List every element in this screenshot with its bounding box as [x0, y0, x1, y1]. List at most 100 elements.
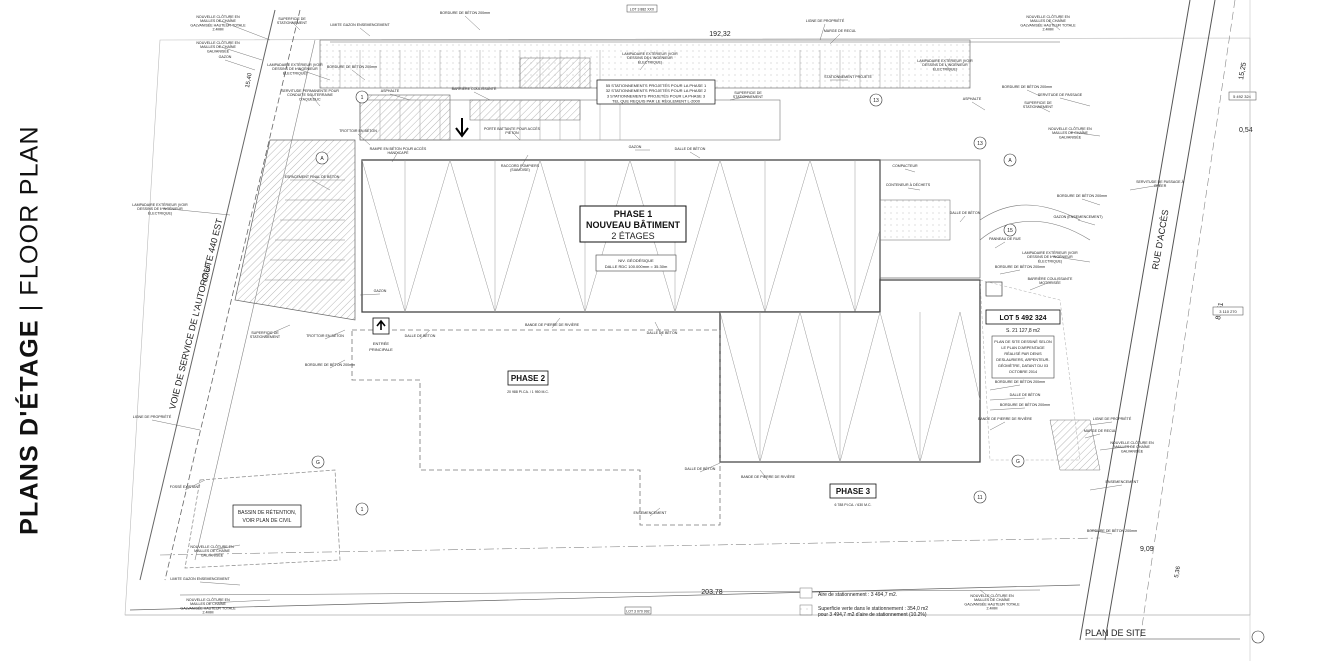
grid-tag-label: A: [320, 156, 324, 162]
retention-label-1: BASSIN DE RÉTENTION,: [238, 509, 296, 516]
left-leader: [211, 544, 241, 551]
dim-left-side: 97,66: [202, 264, 212, 283]
left-leader: [207, 599, 271, 604]
right-leader: [994, 241, 1006, 249]
left-callout: BORDURE DE BÉTON 200mm: [327, 64, 377, 69]
right-callout: BORDURE DE BÉTON 200mm: [1000, 402, 1050, 407]
right-leader: [1099, 445, 1133, 451]
right-leader: [1069, 131, 1101, 137]
top-callout: LIGNE DE PROPRIÉTÉ: [806, 18, 845, 23]
parking-note: 55 STATIONNEMENTS PROJETÉS POUR LA PHASE…: [596, 79, 716, 105]
lot-area: S. 21 127,8 m2: [1006, 328, 1040, 334]
grid-tag-label: G: [1016, 459, 1020, 465]
left-leader: [329, 359, 346, 369]
right-road-label: RUE D'ACCÈS: [1150, 209, 1170, 271]
dim-right-small: 5,36: [1174, 565, 1182, 578]
top-leader: [464, 15, 481, 31]
right-leader: [989, 421, 1006, 431]
right-leader: [989, 407, 1026, 411]
right-callout: DALLE DE BÉTON: [1010, 392, 1041, 397]
dim-right-top: 15,25: [1238, 62, 1248, 81]
right-leader: [1081, 198, 1101, 206]
right-callout: DALLE DE BÉTON: [950, 210, 981, 215]
left-leader: [357, 133, 371, 146]
right-leader: [1029, 281, 1051, 291]
center-leader: [359, 293, 381, 296]
top-callout: BORDURE DE BÉTON 200mm: [440, 10, 490, 15]
left-parking: [234, 139, 356, 321]
left-callout: ESPACEMENT FINAL DE BÉTON: [285, 174, 340, 179]
svg-text:55 STATIONNEMENTS PROJETÉS POU: 55 STATIONNEMENTS PROJETÉS POUR LA PHASE…: [606, 83, 707, 104]
left-callout: LIGNE DE PROPRIÉTÉ: [133, 414, 172, 419]
right-leader: [989, 384, 1021, 391]
left-callout: LIMITE GAZON ENSEMENCEMENT: [170, 577, 230, 581]
top-leader: [639, 56, 651, 71]
site-plan-title: PLAN DE SITE: [1085, 628, 1265, 644]
right-road: RUE D'ACCÈS: [1079, 0, 1236, 641]
right-callout: LIGNE DE PROPRIÉTÉ: [1093, 416, 1132, 421]
phase2-outline: PHASE 2 20 988 PI.CA. / 1 950 M.C.: [351, 329, 721, 526]
right-leader: [1026, 89, 1041, 97]
svg-text:5 492 324: 5 492 324: [1233, 94, 1252, 99]
top-callout: RACCORD POMPIERS(SIAMOISE): [501, 164, 540, 172]
top-leader: [291, 21, 301, 31]
grid-tag-label: 1: [361, 507, 364, 513]
center-callout: GAZON: [374, 289, 387, 293]
left-leader: [224, 59, 256, 71]
top-leader: [473, 91, 491, 101]
dim-left-top: 15,40: [245, 72, 254, 88]
grid-tag-label: G: [316, 460, 320, 466]
dim-top: 192,32: [709, 31, 731, 38]
right-leader: [979, 589, 993, 600]
right-callout: ENSEMENCEMENT: [1106, 480, 1140, 484]
right-leader: [1089, 484, 1123, 491]
right-leader: [989, 397, 1026, 401]
grid-tag-circle: [1011, 454, 1025, 468]
top-leader: [389, 93, 411, 101]
grid-tag-circle: [311, 455, 325, 469]
top-callout: STATIONNEMENT PROJETÉ: [824, 74, 872, 79]
top-callout: ASPHALTE: [381, 89, 400, 93]
legend-parking: Aire de stationnement : 3 494,7 m2.: [818, 592, 897, 598]
top-callout: MARGE DE RECUL: [824, 29, 856, 33]
right-callout: BORDURE DE BÉTON 200mm: [995, 379, 1045, 384]
right-leader: [1059, 97, 1091, 107]
top-callout: DALLE DE BÉTON: [675, 146, 706, 151]
left-road-label: VOIE DE SERVICE DE L'AUTOROUTE 440 EST: [167, 217, 224, 411]
legend: Aire de stationnement : 3 494,7 m2. Supe…: [799, 587, 928, 618]
left-leader: [324, 329, 346, 340]
svg-text:LOT 3 070 992: LOT 3 070 992: [626, 610, 649, 614]
center-callout: DALLE DE BÉTON: [685, 466, 716, 471]
right-leader: [1084, 433, 1101, 439]
center-leader: [649, 507, 661, 517]
grid-tag-circle: [973, 490, 987, 504]
svg-text:3 110 270: 3 110 270: [1219, 309, 1237, 314]
left-leader: [309, 93, 321, 107]
right-callout: BORDURE DE BÉTON 200mm: [995, 264, 1045, 269]
grid-tag-label: 11: [977, 495, 982, 501]
top-leader: [819, 23, 826, 41]
left-leader: [151, 419, 201, 431]
right-callout: SERVITUDE DE PASSAGE: [1038, 93, 1083, 97]
phase3-area: 6 788 PI.CA. / 630 M.C.: [835, 503, 872, 507]
right-callout: BORDURE DE BÉTON 200mm: [1087, 528, 1137, 533]
right-leader: [1089, 529, 1113, 535]
entry-label-1: ENTRÉE: [373, 341, 390, 346]
site-plan-label: PLAN DE SITE: [1085, 628, 1146, 638]
